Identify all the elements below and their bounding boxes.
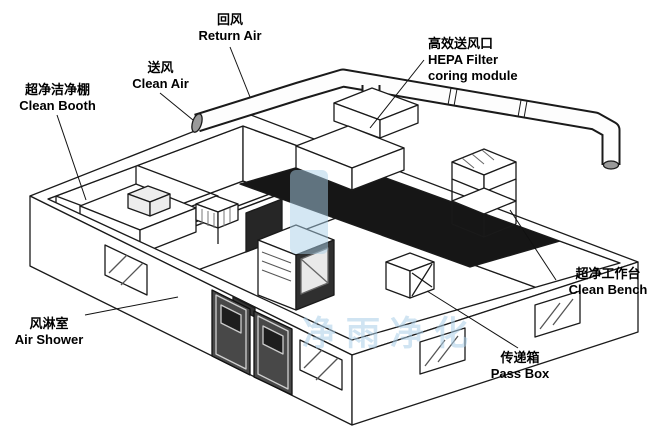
leader-air-shower — [84, 296, 179, 316]
label-air-shower: 风淋室 Air Shower — [5, 316, 93, 348]
label-clean-bench-en: Clean Bench — [568, 281, 648, 297]
leader-hepa-filter — [369, 59, 425, 129]
duct-system — [191, 68, 621, 191]
watermark: 净雨净化 — [290, 170, 478, 353]
duct-open-end-left — [191, 113, 203, 133]
window — [299, 339, 343, 391]
label-clean-booth-zh: 超净洁净棚 — [24, 82, 90, 97]
label-air-shower-zh: 风淋室 — [29, 316, 69, 331]
fan-filter-unit — [195, 195, 239, 229]
duct-flange — [447, 87, 528, 119]
label-hepa-filter-en1: HEPA Filter — [428, 51, 499, 67]
leader-clean-bench — [509, 209, 557, 281]
duct-open-end-right — [602, 160, 620, 170]
label-clean-bench-zh: 超净工作台 — [575, 266, 641, 281]
clean-bench-group — [451, 148, 517, 238]
pass-box-group — [385, 252, 435, 299]
leader-return-air — [229, 46, 251, 98]
leader-clean-air — [159, 92, 194, 121]
air-shower-doors — [211, 289, 293, 396]
watermark-text: 净雨净化 — [302, 315, 478, 353]
label-clean-air: 送风 Clean Air — [118, 60, 203, 92]
door-window — [262, 325, 284, 355]
label-clean-booth-en: Clean Booth — [19, 97, 96, 113]
window — [104, 244, 148, 296]
louver-grille — [261, 251, 292, 282]
hepa-filter-module — [295, 125, 405, 191]
leader-lines — [56, 46, 557, 349]
label-pass-box: 传递箱 Pass Box — [480, 350, 560, 382]
label-return-air: 回风 Return Air — [185, 12, 275, 44]
label-pass-box-en: Pass Box — [490, 365, 550, 381]
leader-clean-booth — [56, 114, 87, 201]
label-clean-booth: 超净洁净棚 Clean Booth — [5, 82, 110, 114]
label-hepa-filter-zh: 高效送风口 — [428, 36, 494, 51]
window — [534, 290, 581, 338]
label-air-shower-en: Air Shower — [14, 331, 84, 347]
label-pass-box-zh: 传递箱 — [500, 350, 540, 365]
label-clean-air-zh: 送风 — [147, 60, 174, 75]
windows — [104, 244, 581, 391]
window — [419, 327, 466, 375]
duct-plenum — [333, 87, 419, 139]
door-window — [220, 304, 242, 334]
label-clean-bench: 超净工作台 Clean Bench — [558, 266, 658, 298]
label-return-air-en: Return Air — [198, 27, 262, 43]
label-hepa-filter-en2: coring module — [428, 67, 518, 83]
leader-pass-box — [426, 290, 519, 349]
label-clean-air-en: Clean Air — [132, 75, 189, 91]
bench-shelf — [451, 187, 517, 215]
label-hepa-filter: 高效送风口 HEPA Filter coring module — [428, 36, 548, 84]
label-return-air-zh: 回风 — [216, 12, 243, 27]
